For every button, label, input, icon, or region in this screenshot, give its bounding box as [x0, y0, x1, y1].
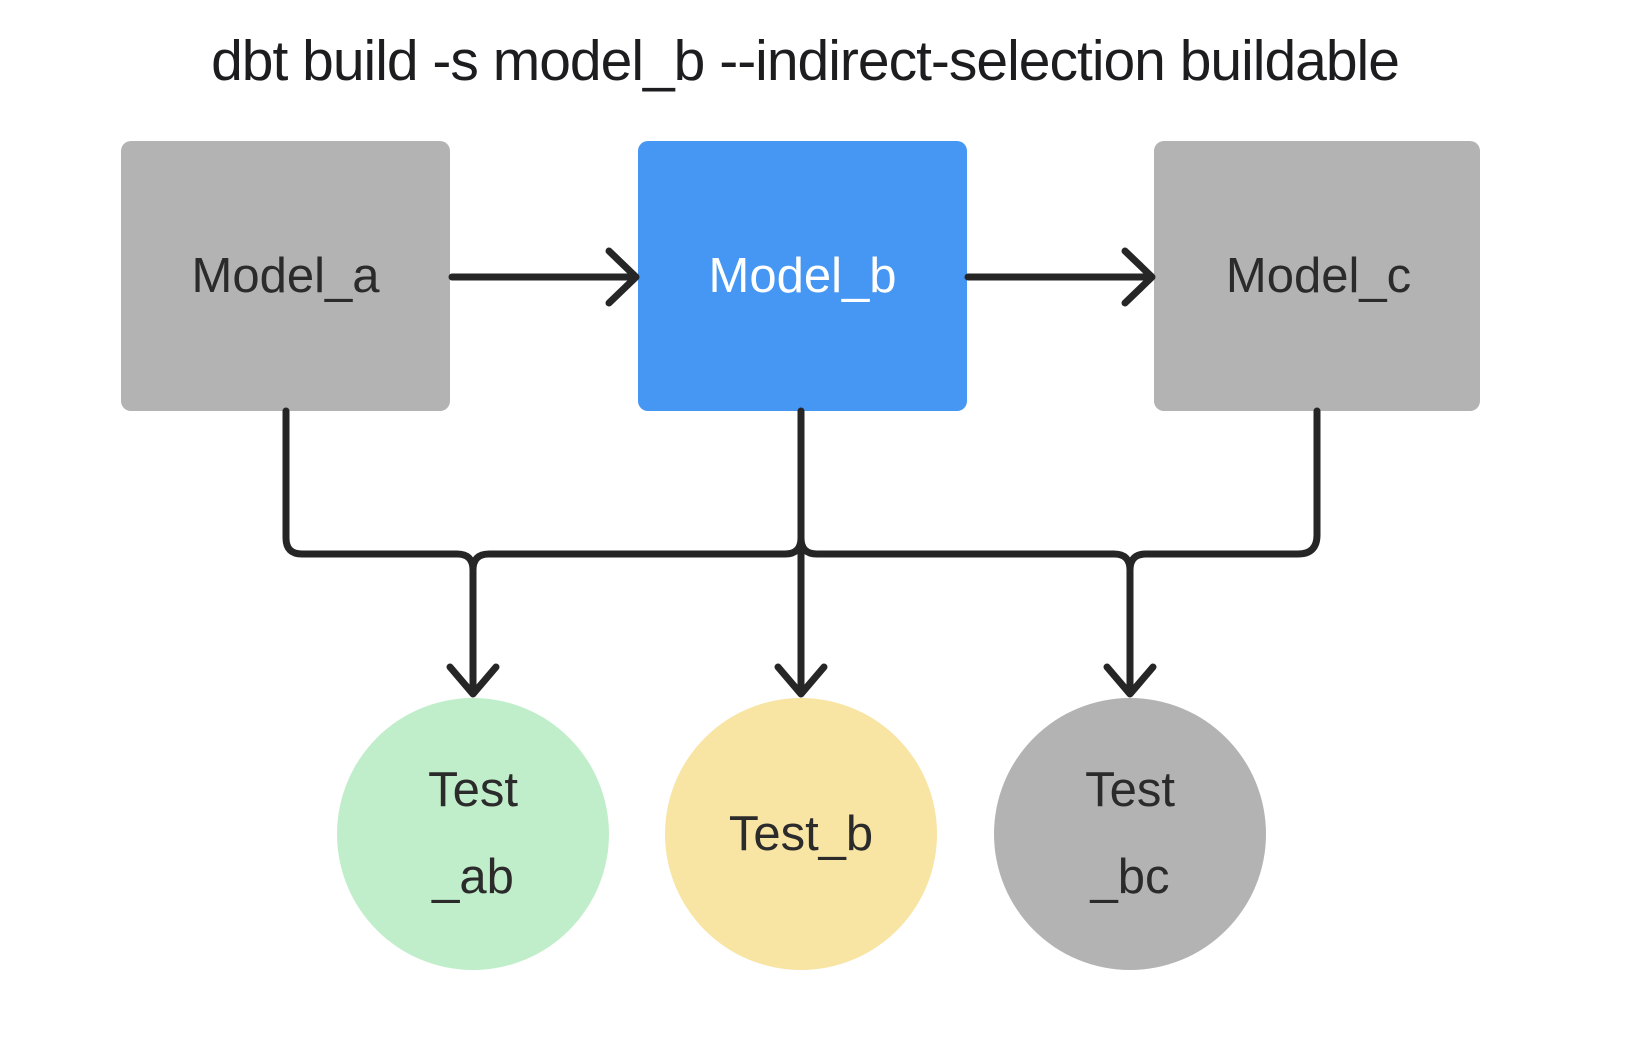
edge-model-b-to-model-c-arrowhead-icon — [1121, 247, 1156, 307]
edge-group — [282, 247, 1321, 698]
edge-model-c-to-test-bc-line — [1126, 407, 1321, 695]
edge-model-b-to-test-bc-line — [797, 534, 1134, 574]
edge-test-bc-arrowhead-icon — [1103, 663, 1157, 698]
edge-test-b-arrowhead-icon — [774, 663, 828, 698]
edge-model-a-to-test-ab-line — [282, 407, 477, 695]
test-ab-node — [337, 698, 609, 970]
model-c-node — [1154, 141, 1480, 411]
edge-model-a-to-model-b-arrowhead-icon — [605, 247, 640, 307]
model-a-node — [121, 141, 450, 411]
edge-model-b-to-test-ab-line — [469, 534, 805, 574]
test-b-node — [665, 698, 937, 970]
test-bc-node — [994, 698, 1266, 970]
model-b-node — [638, 141, 967, 411]
page-title: dbt build -s model_b --indirect-selectio… — [211, 29, 1400, 93]
edge-test-ab-arrowhead-icon — [446, 663, 500, 698]
